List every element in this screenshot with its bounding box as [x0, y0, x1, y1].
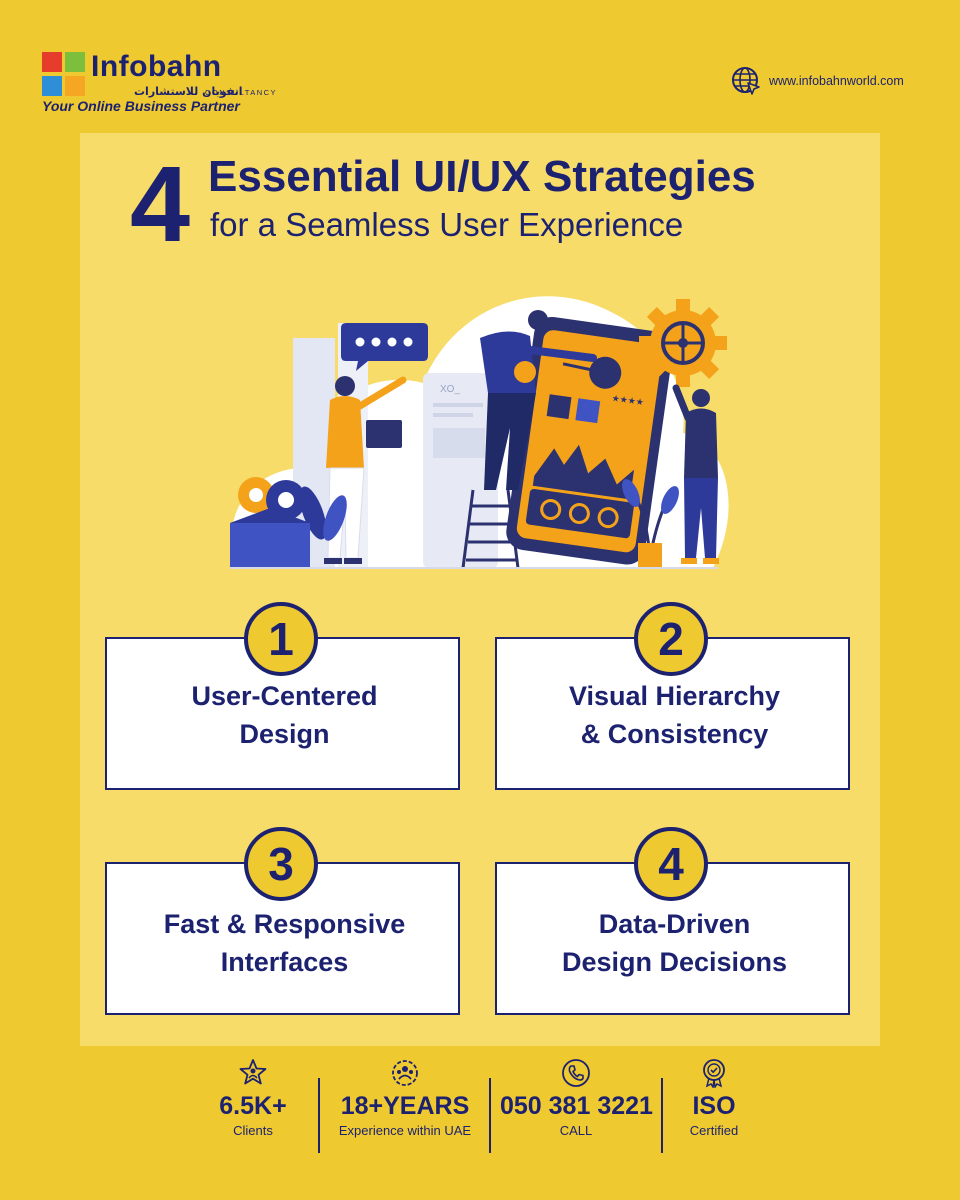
logo-squares-icon: [42, 52, 86, 96]
strategy-1-line1: User-Centered: [191, 681, 378, 711]
stat-experience-value: 18+YEARS: [340, 1092, 470, 1120]
stat-call[interactable]: 050 381 3221 CALL: [500, 1058, 653, 1138]
strategy-4-line1: Data-Driven: [598, 909, 751, 939]
stat-divider: [318, 1078, 320, 1153]
page-subtitle: for a Seamless User Experience: [210, 206, 684, 243]
strategy-4-badge: 4: [634, 827, 708, 901]
stat-iso: ISO Certified: [672, 1058, 756, 1138]
stat-divider: [489, 1078, 491, 1153]
stat-divider: [661, 1078, 663, 1153]
header-number: 4: [130, 143, 191, 264]
website-link[interactable]: www.infobahnworld.com: [731, 66, 904, 96]
stat-iso-label: Certified: [689, 1123, 739, 1138]
strategy-card-3: Fast & Responsive Interfaces: [105, 862, 460, 1015]
website-url: www.infobahnworld.com: [769, 74, 904, 88]
stat-clients-label: Clients: [233, 1123, 273, 1138]
stat-clients-value: 6.5K+: [219, 1092, 287, 1120]
ui-ux-team-illustration: XO_ ★★★★: [230, 296, 729, 569]
stat-experience: 18+YEARS Experience within UAE: [330, 1058, 480, 1138]
svg-text:XO_: XO_: [440, 384, 460, 395]
stat-clients: 6.5K+ Clients: [198, 1058, 308, 1138]
page-title: Essential UI/UX Strategies: [208, 152, 756, 201]
brand-name: Infobahn: [91, 50, 222, 83]
strategy-1-badge: 1: [244, 602, 318, 676]
globe-cursor-icon: [732, 67, 760, 95]
star-person-icon: [239, 1059, 267, 1085]
brand-tagline: Your Online Business Partner: [42, 98, 240, 114]
brand-consultancy: CONSULTANCY: [205, 88, 278, 97]
strategy-1-line2: Design: [239, 719, 330, 749]
svg-text:★★★★: ★★★★: [611, 394, 644, 408]
certificate-icon: [703, 1059, 725, 1088]
team-globe-icon: [392, 1060, 418, 1086]
stat-call-label: CALL: [559, 1123, 593, 1138]
strategy-4-line2: Design Decisions: [561, 947, 788, 977]
stat-experience-label: Experience within UAE: [338, 1123, 472, 1138]
strategy-2-line2: & Consistency: [580, 719, 769, 749]
brand-arabic-name: انفوبان للاستشارات: [134, 85, 243, 98]
strategy-3-line2: Interfaces: [220, 947, 349, 977]
strategy-2-line1: Visual Hierarchy: [568, 681, 781, 711]
strategy-2-badge: 2: [634, 602, 708, 676]
strategy-3-line1: Fast & Responsive: [163, 909, 406, 939]
stat-iso-value: ISO: [692, 1092, 736, 1120]
strategy-3-badge: 3: [244, 827, 318, 901]
phone-icon: [562, 1059, 590, 1087]
stat-call-value[interactable]: 050 381 3221: [500, 1092, 653, 1120]
